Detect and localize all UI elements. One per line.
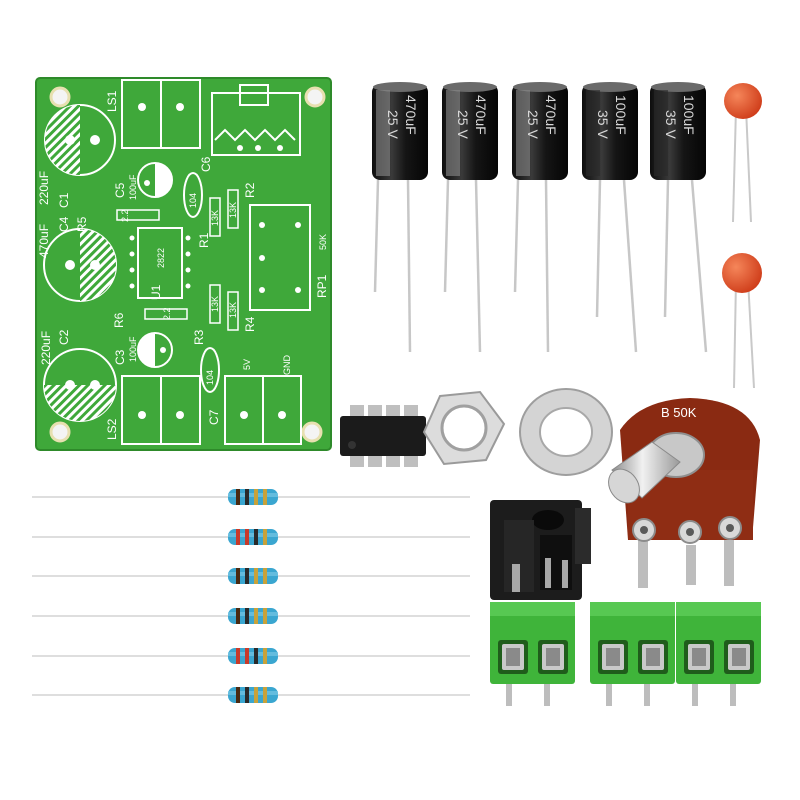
- rp1-footprint: [249, 204, 311, 311]
- label-ls2: LS2: [105, 418, 119, 440]
- capacitor-voltage: 25 V: [385, 110, 401, 139]
- mounting-hole: [49, 86, 71, 108]
- label-c2: C2: [57, 329, 71, 345]
- label-u1: U1: [149, 284, 163, 300]
- label-c1: C1: [57, 192, 71, 208]
- label-c1-val: 220uF: [37, 171, 51, 205]
- potentiometer-label: B 50K: [661, 405, 697, 420]
- c1-footprint: [44, 104, 116, 176]
- u1-footprint: [129, 227, 191, 299]
- resistor: [32, 608, 470, 624]
- label-r5-val: 2.2: [120, 209, 130, 222]
- potentiometer: B 50K: [608, 398, 760, 588]
- resistor: [32, 687, 470, 703]
- capacitor-value: 470uF: [403, 95, 419, 135]
- mounting-hole: [301, 421, 323, 443]
- c3-footprint: [137, 332, 173, 368]
- label-r4-val: 13K: [228, 302, 238, 318]
- capacitor-value: 470uF: [473, 95, 489, 135]
- c2-footprint: [43, 348, 117, 422]
- label-r1-val: 13K: [210, 210, 220, 226]
- power-footprint: [224, 375, 302, 445]
- label-c3: C3: [113, 349, 127, 365]
- r5-footprint: [116, 209, 160, 221]
- screw-terminal: [676, 602, 761, 706]
- screw-terminal: [490, 602, 575, 706]
- screw-terminals: [490, 602, 761, 706]
- resistor: [32, 489, 470, 505]
- label-r6: R6: [112, 312, 126, 328]
- capacitor-voltage: 25 V: [455, 110, 471, 139]
- label-c7: C7: [207, 409, 221, 425]
- capacitor-value: 100uF: [681, 95, 697, 135]
- capacitor-value: 470uF: [543, 95, 559, 135]
- label-r1: R1: [197, 232, 211, 248]
- label-u1-val: 2822: [156, 248, 166, 268]
- washer: [519, 388, 613, 476]
- label-ls1: LS1: [105, 90, 119, 112]
- mounting-hole: [49, 421, 71, 443]
- label-c6-val: 104: [188, 193, 198, 208]
- c7-footprint: [200, 347, 220, 393]
- capacitor-voltage: 35 V: [595, 110, 611, 139]
- label-rp1-val: 50K: [318, 234, 328, 250]
- resistor: [32, 648, 470, 664]
- label-r3-val: 13K: [210, 296, 220, 312]
- label-r2: R2: [243, 182, 257, 198]
- c6-footprint: [183, 172, 203, 218]
- jack-footprint: [211, 84, 301, 156]
- label-gnd: GND: [282, 355, 292, 376]
- c5-footprint: [137, 162, 173, 198]
- ceramic-capacitor: [722, 253, 762, 389]
- capacitor-voltage: 35 V: [663, 110, 679, 139]
- label-c4-val: 470uF: [37, 224, 51, 258]
- hex-nut: [422, 390, 506, 466]
- pcb-board: LS1 LS2 220uF 470uF C1 C4 R5 220uF C2 R6…: [35, 77, 332, 451]
- r4-footprint: [227, 291, 239, 331]
- resistor: [32, 529, 470, 545]
- r1-footprint: [209, 197, 221, 237]
- ceramic-capacitor: [724, 83, 762, 223]
- label-c4: C4: [57, 216, 71, 232]
- label-r6-val: 2.2: [162, 307, 172, 320]
- c4-footprint: [43, 228, 117, 302]
- screw-terminal: [590, 602, 675, 706]
- ls1-footprint: [121, 79, 201, 149]
- resistors: [32, 489, 470, 703]
- ls2-footprint: [121, 375, 201, 445]
- resistor: [32, 568, 470, 584]
- label-rp1: RP1: [315, 274, 329, 298]
- capacitor-voltage: 25 V: [525, 110, 541, 139]
- capacitor-value: 100uF: [613, 95, 629, 135]
- label-c7-val: 104: [205, 370, 215, 385]
- label-c5-val: 100uF: [128, 174, 138, 200]
- label-c2-val: 220uF: [39, 331, 53, 365]
- label-r2-val: 13K: [228, 202, 238, 218]
- ic-chip: [340, 405, 426, 467]
- label-c6: C6: [199, 156, 213, 172]
- label-c5: C5: [113, 182, 127, 198]
- label-r4: R4: [243, 316, 257, 332]
- r6-footprint: [144, 308, 188, 320]
- label-r5: R5: [75, 216, 89, 232]
- label-c3-val: 100uF: [128, 336, 138, 362]
- audio-jack: [490, 500, 591, 600]
- label-r3: R3: [192, 329, 206, 345]
- label-5v: 5V: [242, 359, 252, 370]
- r3-footprint: [209, 284, 221, 324]
- r2-footprint: [227, 189, 239, 229]
- mounting-hole: [304, 86, 326, 108]
